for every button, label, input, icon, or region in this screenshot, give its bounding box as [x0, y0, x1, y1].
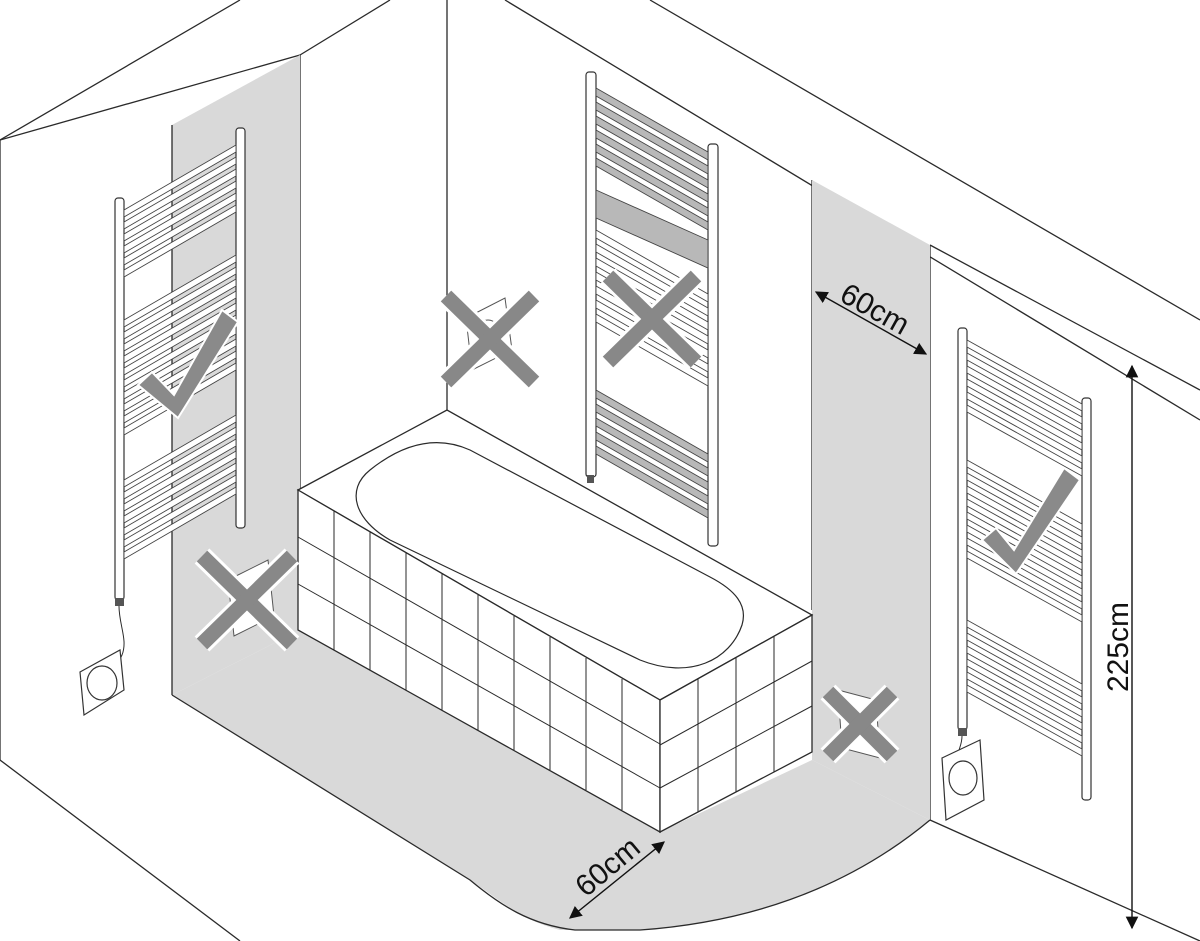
radiator-bars-center: [595, 87, 709, 519]
towel-radiator-center: [585, 71, 719, 547]
socket-right: [941, 739, 985, 821]
socket-left: [79, 649, 125, 717]
cross-icon: [438, 288, 542, 390]
safety-zone-floor: [172, 630, 930, 930]
cross-icon: [194, 548, 300, 652]
dimension-zone-height: 225cm: [1102, 364, 1139, 930]
bathtub: [296, 409, 814, 834]
cross-icon: [820, 684, 900, 764]
check-icon: [136, 308, 240, 420]
cross-icon: [600, 268, 704, 370]
radiator-bars-right: [966, 339, 1083, 757]
dimension-label: 225cm: [1102, 602, 1135, 692]
check-icon: [980, 466, 1082, 576]
towel-radiator-right: [941, 327, 1092, 821]
